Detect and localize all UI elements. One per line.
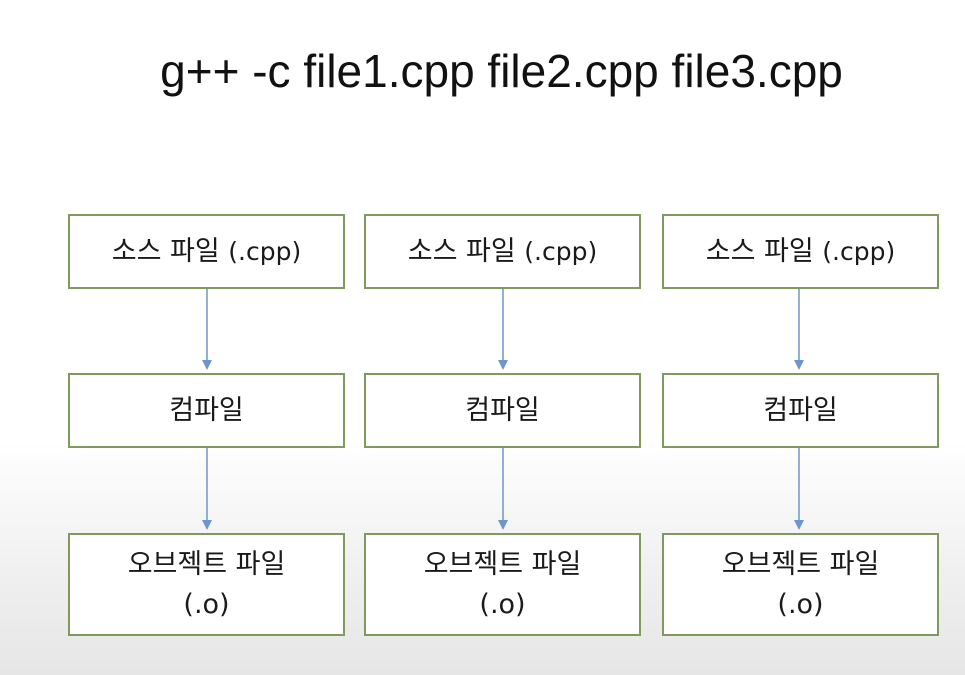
compile-label: 컴파일 — [465, 394, 540, 426]
object-file-label: 오브젝트 파일 (.o) — [127, 549, 286, 620]
compile-box-2: 컴파일 — [364, 373, 641, 448]
command-title: g++ -c file1.cpp file2.cpp file3.cpp — [160, 45, 843, 97]
source-file-label: 소스 파일 (.cpp) — [407, 235, 598, 267]
source-file-box-1: 소스 파일 (.cpp) — [68, 214, 345, 289]
object-file-box-1: 오브젝트 파일 (.o) — [68, 533, 345, 636]
source-file-label: 소스 파일 (.cpp) — [705, 235, 896, 267]
source-file-box-2: 소스 파일 (.cpp) — [364, 214, 641, 289]
compile-label: 컴파일 — [763, 394, 838, 426]
object-file-box-2: 오브젝트 파일 (.o) — [364, 533, 641, 636]
compile-box-3: 컴파일 — [662, 373, 939, 448]
compile-box-1: 컴파일 — [68, 373, 345, 448]
object-file-label: 오브젝트 파일 (.o) — [423, 549, 582, 620]
object-file-box-3: 오브젝트 파일 (.o) — [662, 533, 939, 636]
compile-label: 컴파일 — [169, 394, 244, 426]
object-file-label: 오브젝트 파일 (.o) — [721, 549, 880, 620]
source-file-box-3: 소스 파일 (.cpp) — [662, 214, 939, 289]
source-file-label: 소스 파일 (.cpp) — [111, 235, 302, 267]
